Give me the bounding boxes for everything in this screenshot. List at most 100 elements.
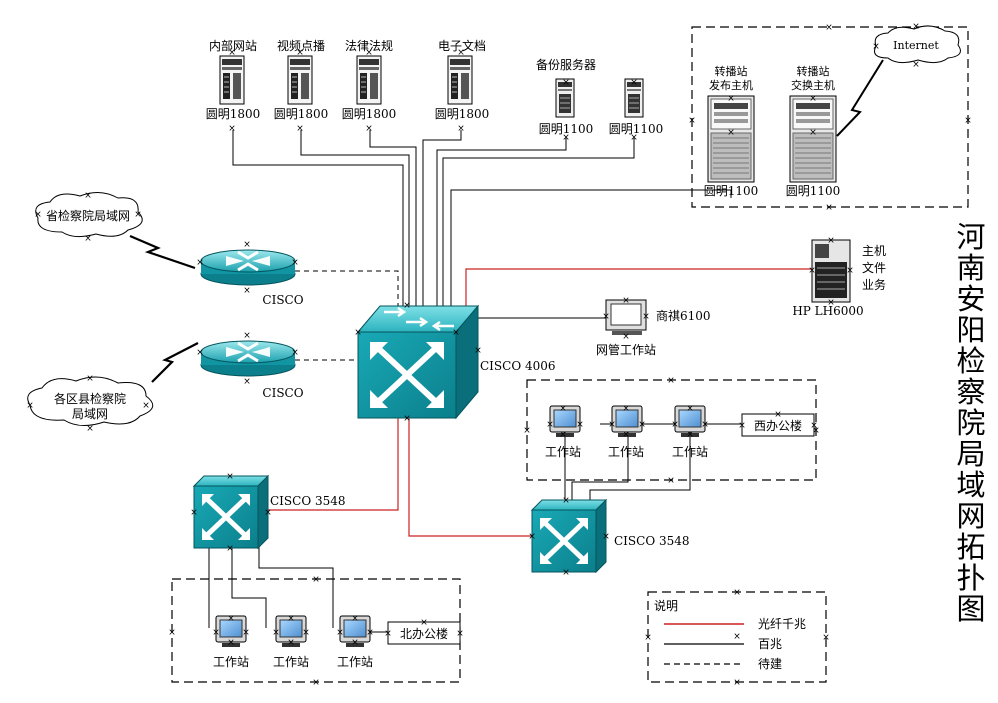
north-workstation-2[interactable]: 工作站 bbox=[273, 615, 309, 669]
fiber-north-link bbox=[268, 415, 399, 511]
selection-marker: × bbox=[228, 124, 236, 134]
selection-marker: × bbox=[812, 426, 820, 436]
core-label: CISCO 4006 bbox=[480, 359, 556, 373]
selection-marker: × bbox=[291, 258, 299, 268]
relay-publish-host[interactable]: 转播站 发布主机 圆明1100 bbox=[704, 64, 759, 198]
selection-marker: × bbox=[809, 94, 817, 104]
title-char: 检 bbox=[956, 344, 986, 378]
title-char: 域 bbox=[956, 468, 986, 502]
selection-marker: × bbox=[622, 296, 630, 306]
hp-server[interactable]: 主机 文件 业务 HP LH6000 bbox=[792, 239, 886, 318]
selection-marker: × bbox=[296, 48, 304, 58]
north-switch[interactable]: CISCO 3548 bbox=[194, 476, 346, 548]
selection-marker: × bbox=[825, 23, 833, 33]
selection-marker: × bbox=[296, 124, 304, 134]
selection-marker: × bbox=[84, 191, 92, 201]
north-workstation-1[interactable]: 工作站 bbox=[213, 615, 249, 669]
selection-marker: × bbox=[457, 48, 465, 58]
selection-marker: × bbox=[302, 628, 310, 638]
selection-marker: × bbox=[562, 133, 570, 143]
west-workstation-1[interactable]: 工作站 bbox=[545, 405, 581, 459]
router-county[interactable]: CISCO bbox=[199, 339, 304, 400]
selection-marker: × bbox=[420, 618, 428, 628]
title-char: 局 bbox=[956, 437, 986, 471]
selection-marker: × bbox=[688, 116, 696, 126]
selection-marker: × bbox=[602, 312, 610, 322]
selection-marker: × bbox=[243, 331, 251, 341]
backup-model: 圆明1100 bbox=[609, 122, 664, 136]
north-workstation-3[interactable]: 工作站 bbox=[337, 615, 373, 669]
hp-model: HP LH6000 bbox=[792, 304, 863, 318]
selection-marker: × bbox=[912, 60, 920, 70]
hp-line2: 文件 bbox=[862, 260, 886, 275]
selection-marker: × bbox=[827, 298, 835, 308]
selection-marker: × bbox=[576, 420, 584, 430]
selection-marker: × bbox=[562, 568, 570, 578]
backup-server-2[interactable]: 圆明1100 bbox=[609, 78, 664, 136]
server-law[interactable]: 法律法规 圆明1800 bbox=[342, 38, 397, 121]
exchange-line1: 转播站 bbox=[797, 64, 830, 78]
selection-marker: × bbox=[142, 401, 150, 411]
selection-markers: × × × × × × × × × × × × × × × × × × × × × × × × × × × × × × × × × × × × × × × ×… bbox=[26, 22, 972, 688]
selection-marker: × bbox=[168, 628, 176, 638]
selection-marker: × bbox=[196, 348, 204, 358]
legend-pending-label: 待建 bbox=[758, 657, 782, 671]
county-cloud: 各区县检察院 局域网 bbox=[27, 376, 154, 426]
west-workstation-2[interactable]: 工作站 bbox=[608, 405, 644, 459]
selection-marker: × bbox=[733, 632, 741, 642]
selection-marker: × bbox=[562, 78, 570, 88]
server-name: 电子文档 bbox=[438, 38, 486, 53]
title-char: 院 bbox=[956, 406, 986, 440]
workstation-label: 工作站 bbox=[273, 655, 309, 669]
server-internal-site[interactable]: 内部网站 圆明1800 bbox=[206, 38, 261, 121]
title-char: 阳 bbox=[956, 313, 986, 347]
server-documents[interactable]: 电子文档 圆明1800 bbox=[435, 38, 490, 121]
selection-marker: × bbox=[227, 614, 235, 624]
router-province[interactable]: CISCO bbox=[199, 248, 304, 307]
publish-line1: 转播站 bbox=[715, 64, 748, 78]
selection-marker: × bbox=[671, 420, 679, 430]
selection-marker: × bbox=[964, 116, 972, 126]
relay-exchange-host[interactable]: 转播站 交换主机 圆明1100 bbox=[786, 64, 841, 198]
wan-link-county bbox=[151, 342, 199, 383]
mgmt-workstation[interactable]: 商祺6100 网管工作站 bbox=[596, 299, 711, 357]
selection-marker: × bbox=[667, 476, 675, 486]
server-video[interactable]: 视频点播 圆明1800 bbox=[274, 38, 329, 121]
workstation-label: 工作站 bbox=[213, 655, 249, 669]
backup-server-1[interactable]: 圆明1100 bbox=[539, 78, 594, 136]
router1-link bbox=[295, 270, 399, 310]
relay-group-box bbox=[691, 26, 969, 208]
selection-marker: × bbox=[351, 614, 359, 624]
mgmt-label: 网管工作站 bbox=[596, 342, 656, 357]
selection-marker: × bbox=[243, 377, 251, 387]
internet-cloud: Internet bbox=[874, 25, 961, 64]
selection-marker: × bbox=[727, 128, 735, 138]
legend-hundred-label: 百兆 bbox=[758, 637, 782, 651]
selection-marker: × bbox=[644, 633, 652, 643]
selection-marker: × bbox=[733, 678, 741, 688]
selection-marker: × bbox=[809, 128, 817, 138]
selection-marker: × bbox=[474, 346, 482, 356]
west-links bbox=[564, 432, 691, 500]
selection-marker: × bbox=[738, 421, 746, 431]
selection-marker: × bbox=[312, 575, 320, 585]
legend-fiber-label: 光纤千兆 bbox=[758, 617, 806, 631]
selection-marker: × bbox=[190, 508, 198, 518]
selection-marker: × bbox=[452, 328, 460, 338]
selection-marker: × bbox=[622, 404, 630, 414]
north-building: 北办公楼 bbox=[387, 621, 461, 645]
workstation-label: 工作站 bbox=[672, 445, 708, 459]
legend-title: 说明 bbox=[654, 598, 678, 613]
selection-marker: × bbox=[559, 430, 567, 440]
west-switch[interactable]: CISCO 3548 bbox=[532, 500, 690, 572]
west-group-box bbox=[526, 379, 817, 481]
selection-marker: × bbox=[226, 472, 234, 482]
selection-marker: × bbox=[291, 348, 299, 358]
selection-marker: × bbox=[733, 588, 741, 598]
selection-marker: × bbox=[686, 404, 694, 414]
core-switch[interactable]: CISCO 4006 bbox=[356, 304, 556, 420]
province-label: 省检察院局域网 bbox=[46, 208, 130, 223]
selection-marker: × bbox=[403, 301, 411, 311]
west-workstation-3[interactable]: 工作站 bbox=[672, 405, 708, 459]
